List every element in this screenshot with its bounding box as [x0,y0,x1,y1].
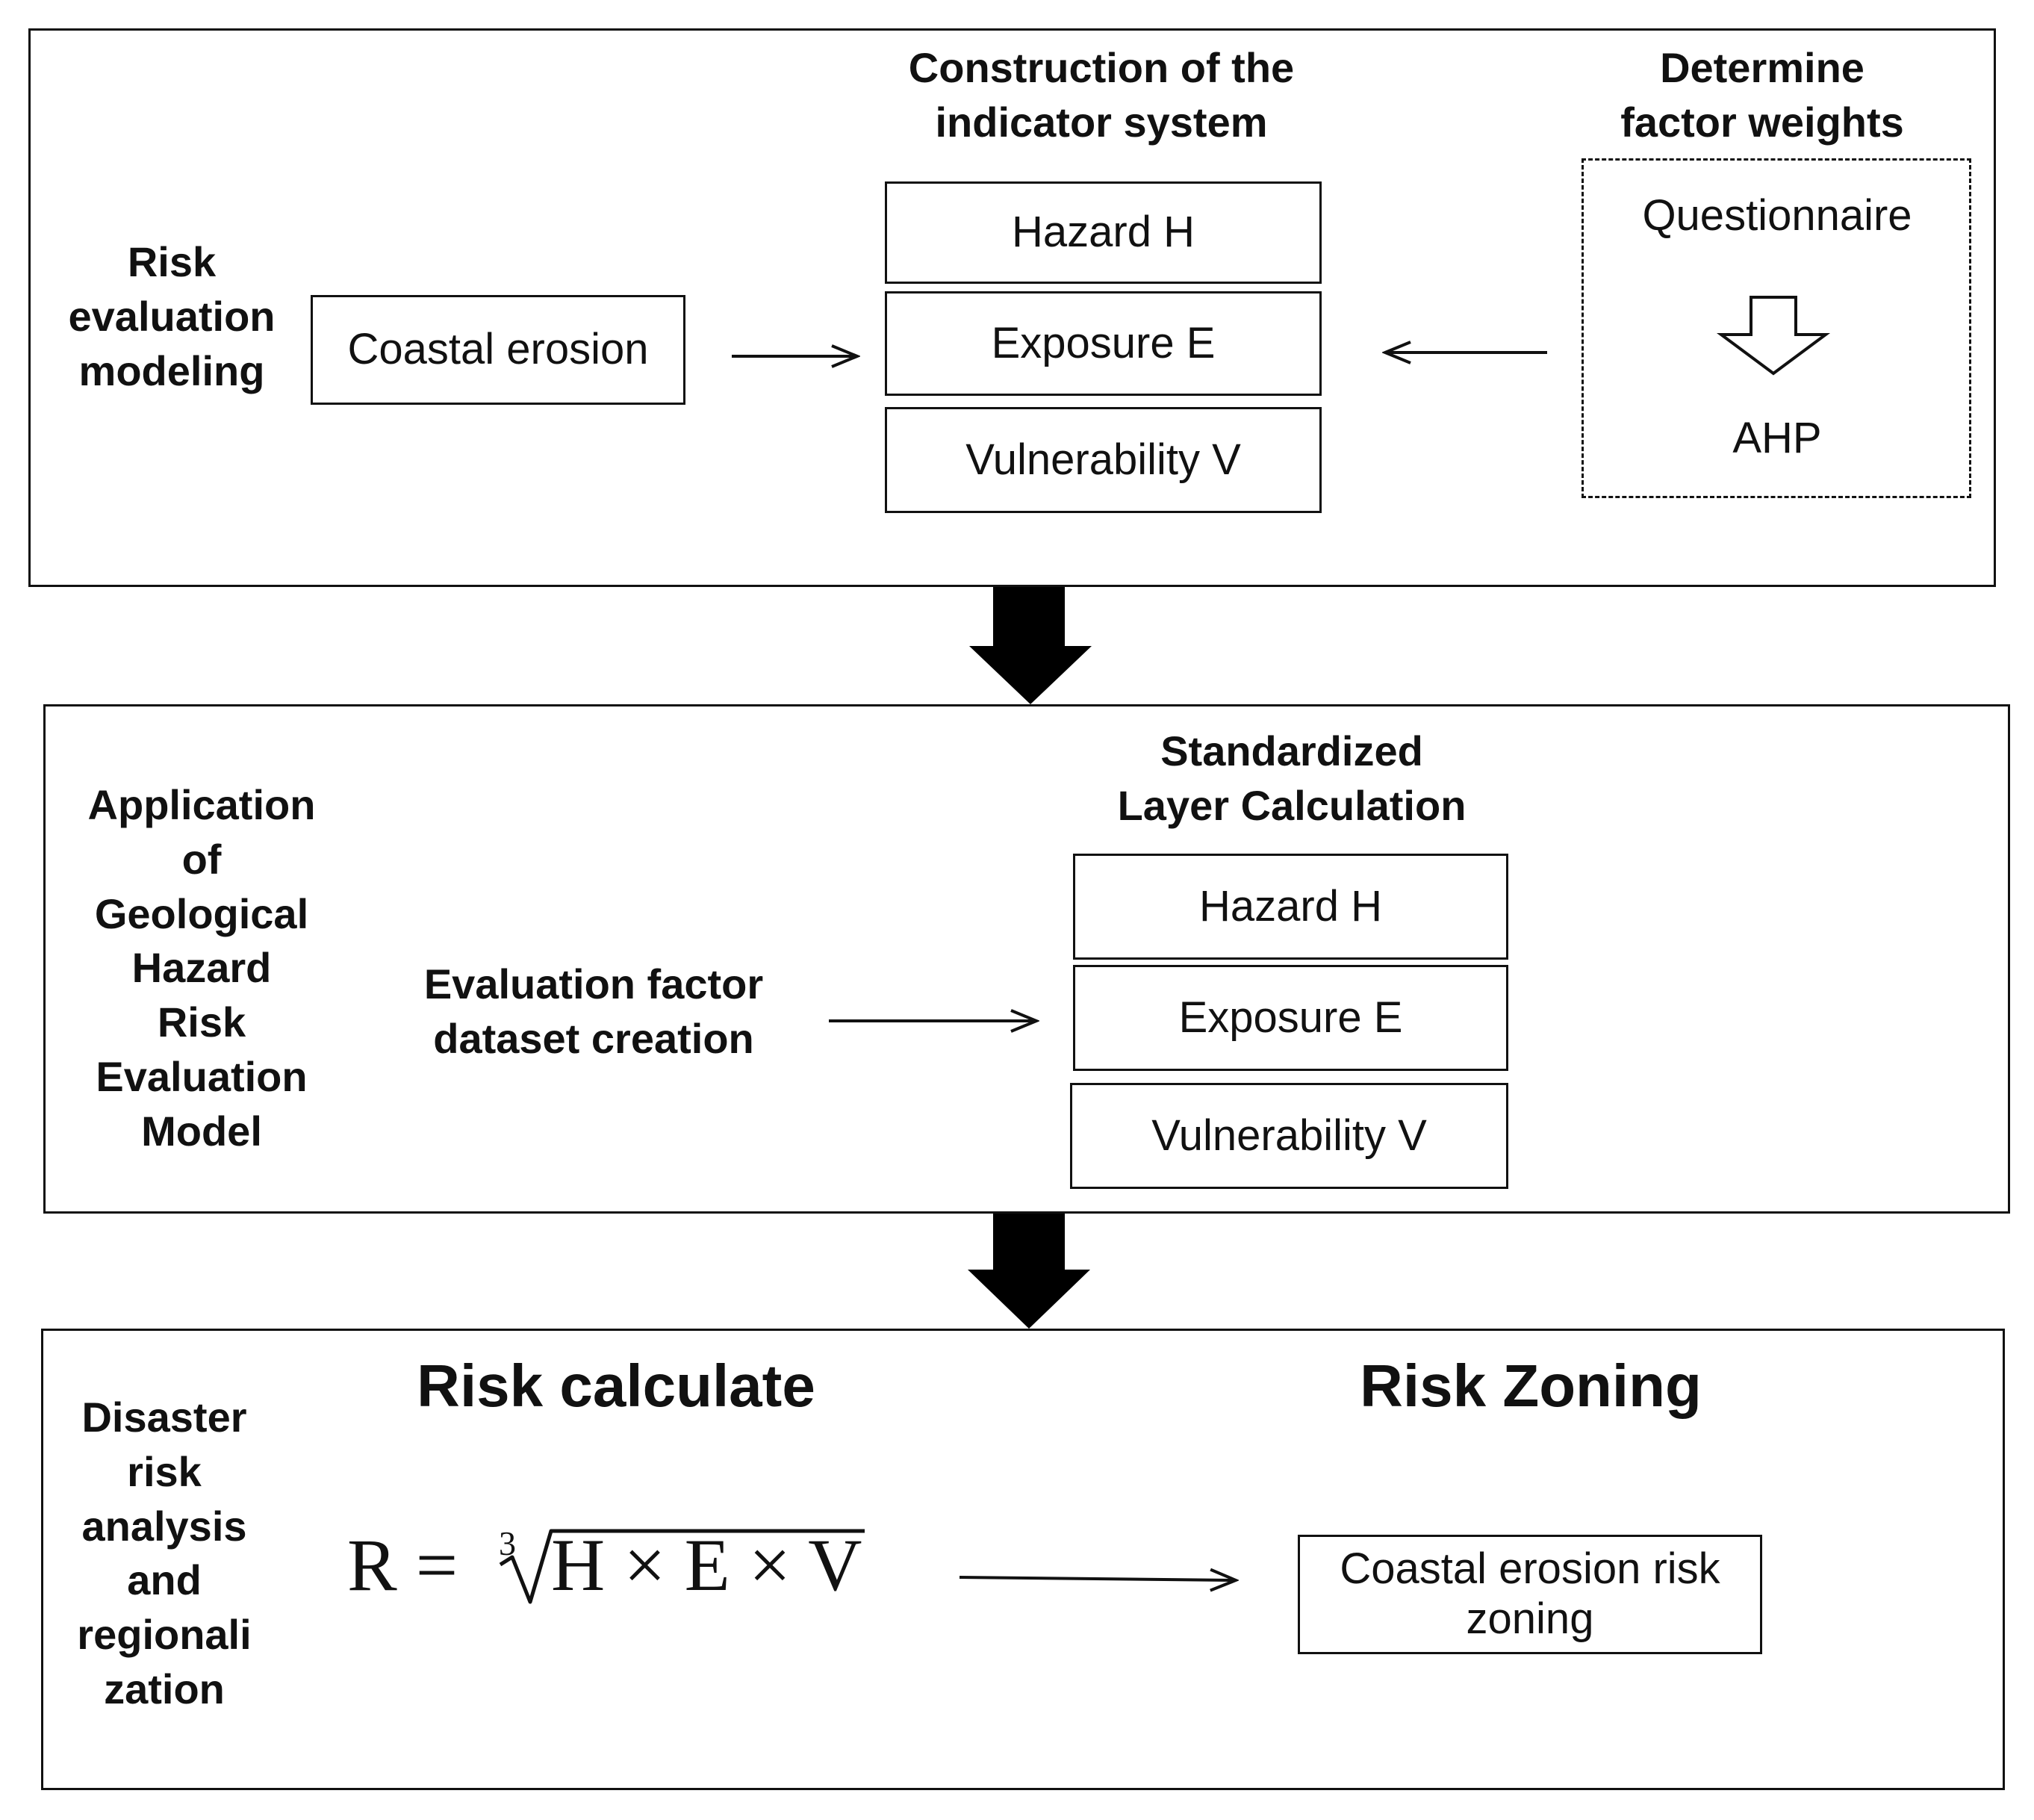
indicator-exposure-box: Exposure E [885,291,1322,396]
panel-down-arrow-2-icon [968,1214,1090,1329]
arrow-formula-to-zoning [959,1577,1236,1580]
ahp-label: AHP [1732,414,1822,462]
indicator-hazard-box: Hazard H [885,181,1322,284]
risk-zoning-output-box: Coastal erosion risk zoning [1298,1535,1762,1654]
risk-calculate-header: Risk calculate [417,1352,815,1419]
questionnaire-label: Questionnaire [1642,191,1912,240]
hollow-down-arrow-icon [1716,296,1831,376]
formula-radicand: H × E × V [551,1524,862,1606]
factor-weights-header: Determine factor weights [1620,44,1904,146]
indicator-system-header: Construction of the indicator system [908,44,1295,146]
layer-vulnerability-box: Vulnerability V [1070,1083,1508,1189]
layer-exposure-box: Exposure E [1073,965,1508,1071]
coastal-erosion-box: Coastal erosion [311,295,685,405]
radical-sign-icon [499,1529,865,1604]
factor-weights-dashed-box [1582,158,1971,498]
risk-zoning-header: Risk Zoning [1360,1352,1702,1419]
panel-application-model [43,704,2010,1214]
indicator-vulnerability-box: Vulnerability V [885,407,1322,513]
formula-lhs: R = [347,1524,458,1606]
panel-down-arrow-1-icon [969,587,1092,704]
panel3-side-label: Disaster risk analysis and regionali zat… [77,1394,252,1712]
panel1-side-label: Risk evaluation modeling [68,238,276,394]
formula-index: 3 [499,1524,516,1562]
risk-formula: R = [347,1522,458,1608]
panel2-side-label: Application of Geological Hazard Risk Ev… [87,781,316,1155]
layer-hazard-box: Hazard H [1073,854,1508,960]
standardized-layer-header: Standardized Layer Calculation [1117,727,1467,829]
dataset-creation-label: Evaluation factor dataset creation [423,960,764,1062]
